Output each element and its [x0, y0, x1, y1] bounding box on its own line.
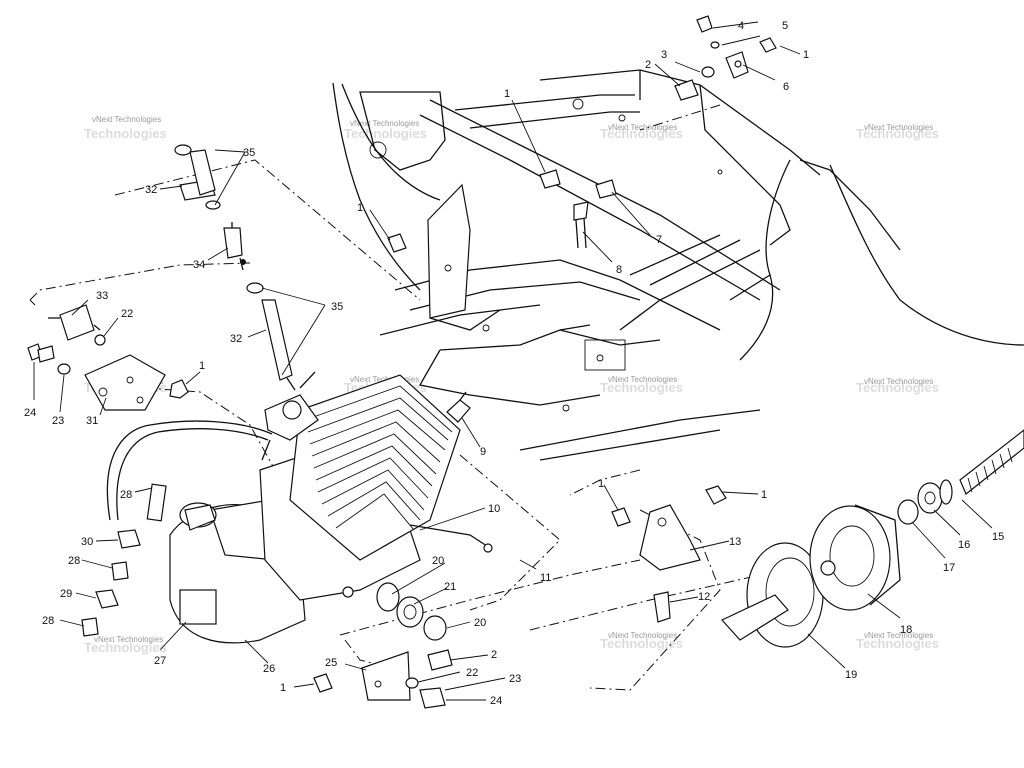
svg-text:vNext Technologies: vNext Technologies [608, 375, 677, 384]
callout-1: 1 [761, 489, 767, 501]
drive-assembly [611, 429, 1024, 648]
callout-25: 25 [325, 657, 337, 669]
callout-32: 32 [145, 184, 157, 196]
callout-27: 27 [154, 655, 166, 667]
callout-28: 28 [68, 555, 80, 567]
watermark-8: Technologies vNext Technologies [856, 377, 939, 395]
callout-2: 2 [645, 59, 651, 71]
callout-3: 3 [661, 49, 667, 61]
svg-text:vNext Technologies: vNext Technologies [92, 115, 161, 124]
callout-6: 6 [783, 81, 789, 93]
callout-28: 28 [42, 615, 54, 627]
callout-35: 35 [331, 301, 343, 313]
callout-11: 11 [540, 572, 551, 584]
callout-7: 7 [656, 234, 662, 246]
svg-text:Technologies: Technologies [84, 640, 167, 655]
svg-text:vNext Technologies: vNext Technologies [94, 635, 163, 644]
callout-10: 10 [488, 503, 500, 515]
watermark-3: Technologies vNext Technologies [600, 123, 683, 141]
svg-text:vNext Technologies: vNext Technologies [608, 123, 677, 132]
callout-24: 24 [490, 695, 502, 707]
svg-text:Technologies: Technologies [600, 636, 683, 651]
svg-text:Technologies: Technologies [600, 380, 683, 395]
callout-23: 23 [509, 673, 521, 685]
cylinder-fins [304, 385, 453, 531]
upper-hardware [387, 15, 777, 253]
svg-text:Technologies: Technologies [856, 636, 939, 651]
callout-24: 24 [24, 407, 36, 419]
callout-21: 21 [444, 581, 456, 593]
callout-1: 1 [199, 360, 205, 372]
svg-text:vNext Technologies: vNext Technologies [350, 375, 419, 384]
callout-13: 13 [729, 536, 741, 548]
callout-22: 22 [466, 667, 478, 679]
motor-mount [313, 649, 453, 709]
svg-text:Technologies: Technologies [856, 380, 939, 395]
callout-1: 1 [803, 49, 809, 61]
callout-34: 34 [193, 259, 205, 271]
callout-1: 1 [357, 202, 363, 214]
svg-text:Technologies: Technologies [344, 126, 427, 141]
assembly-guide-lines [29, 104, 761, 691]
callout-33: 33 [96, 290, 108, 302]
watermark-10: Technologies vNext Technologies [600, 631, 683, 651]
leader-lines [33, 21, 993, 701]
callout-15: 15 [992, 531, 1004, 543]
callout-5: 5 [782, 20, 788, 32]
watermark-11: Technologies vNext Technologies [856, 631, 939, 651]
svg-text:vNext Technologies: vNext Technologies [608, 631, 677, 640]
svg-text:vNext Technologies: vNext Technologies [864, 123, 933, 132]
watermark-7: Technologies vNext Technologies [600, 375, 683, 395]
callout-16: 16 [958, 539, 970, 551]
callout-19: 19 [845, 669, 857, 681]
callout-26: 26 [263, 663, 275, 675]
callout-32: 32 [230, 333, 242, 345]
watermark-4: Technologies vNext Technologies [856, 123, 939, 141]
callout-28: 28 [120, 489, 132, 501]
callout-22: 22 [121, 308, 133, 320]
callout-4: 4 [738, 20, 744, 32]
callout-17: 17 [943, 562, 955, 574]
chassis-frame [332, 69, 1024, 461]
callout-29: 29 [60, 588, 72, 600]
callout-1: 1 [504, 88, 510, 100]
callout-8: 8 [616, 264, 622, 276]
callout-1: 1 [598, 478, 604, 490]
fuel-system [27, 144, 296, 637]
watermark-1: Technologies vNext Technologies [84, 115, 167, 141]
watermark-9: Technologies vNext Technologies [84, 635, 167, 655]
svg-text:vNext Technologies: vNext Technologies [864, 631, 933, 640]
callout-9: 9 [480, 446, 486, 458]
callout-numbers: 1 2 3 4 5 6 1 7 8 1 35 32 34 35 32 33 22… [24, 20, 1004, 707]
callout-18: 18 [900, 624, 912, 636]
callout-35: 35 [243, 147, 255, 159]
engine-assembly [169, 371, 493, 644]
svg-text:Technologies: Technologies [84, 126, 167, 141]
callout-23: 23 [52, 415, 64, 427]
svg-text:vNext Technologies: vNext Technologies [864, 377, 933, 386]
callout-20: 20 [432, 555, 444, 567]
callout-1: 1 [280, 682, 286, 694]
callout-12: 12 [698, 591, 710, 603]
svg-text:Technologies: Technologies [600, 126, 683, 141]
callout-31: 31 [86, 415, 98, 427]
callout-30: 30 [81, 536, 93, 548]
callout-20: 20 [474, 617, 486, 629]
callout-2: 2 [491, 649, 497, 661]
svg-text:Technologies: Technologies [856, 126, 939, 141]
watermark-2: Technologies vNext Technologies [344, 119, 427, 141]
svg-text:vNext Technologies: vNext Technologies [350, 119, 419, 128]
